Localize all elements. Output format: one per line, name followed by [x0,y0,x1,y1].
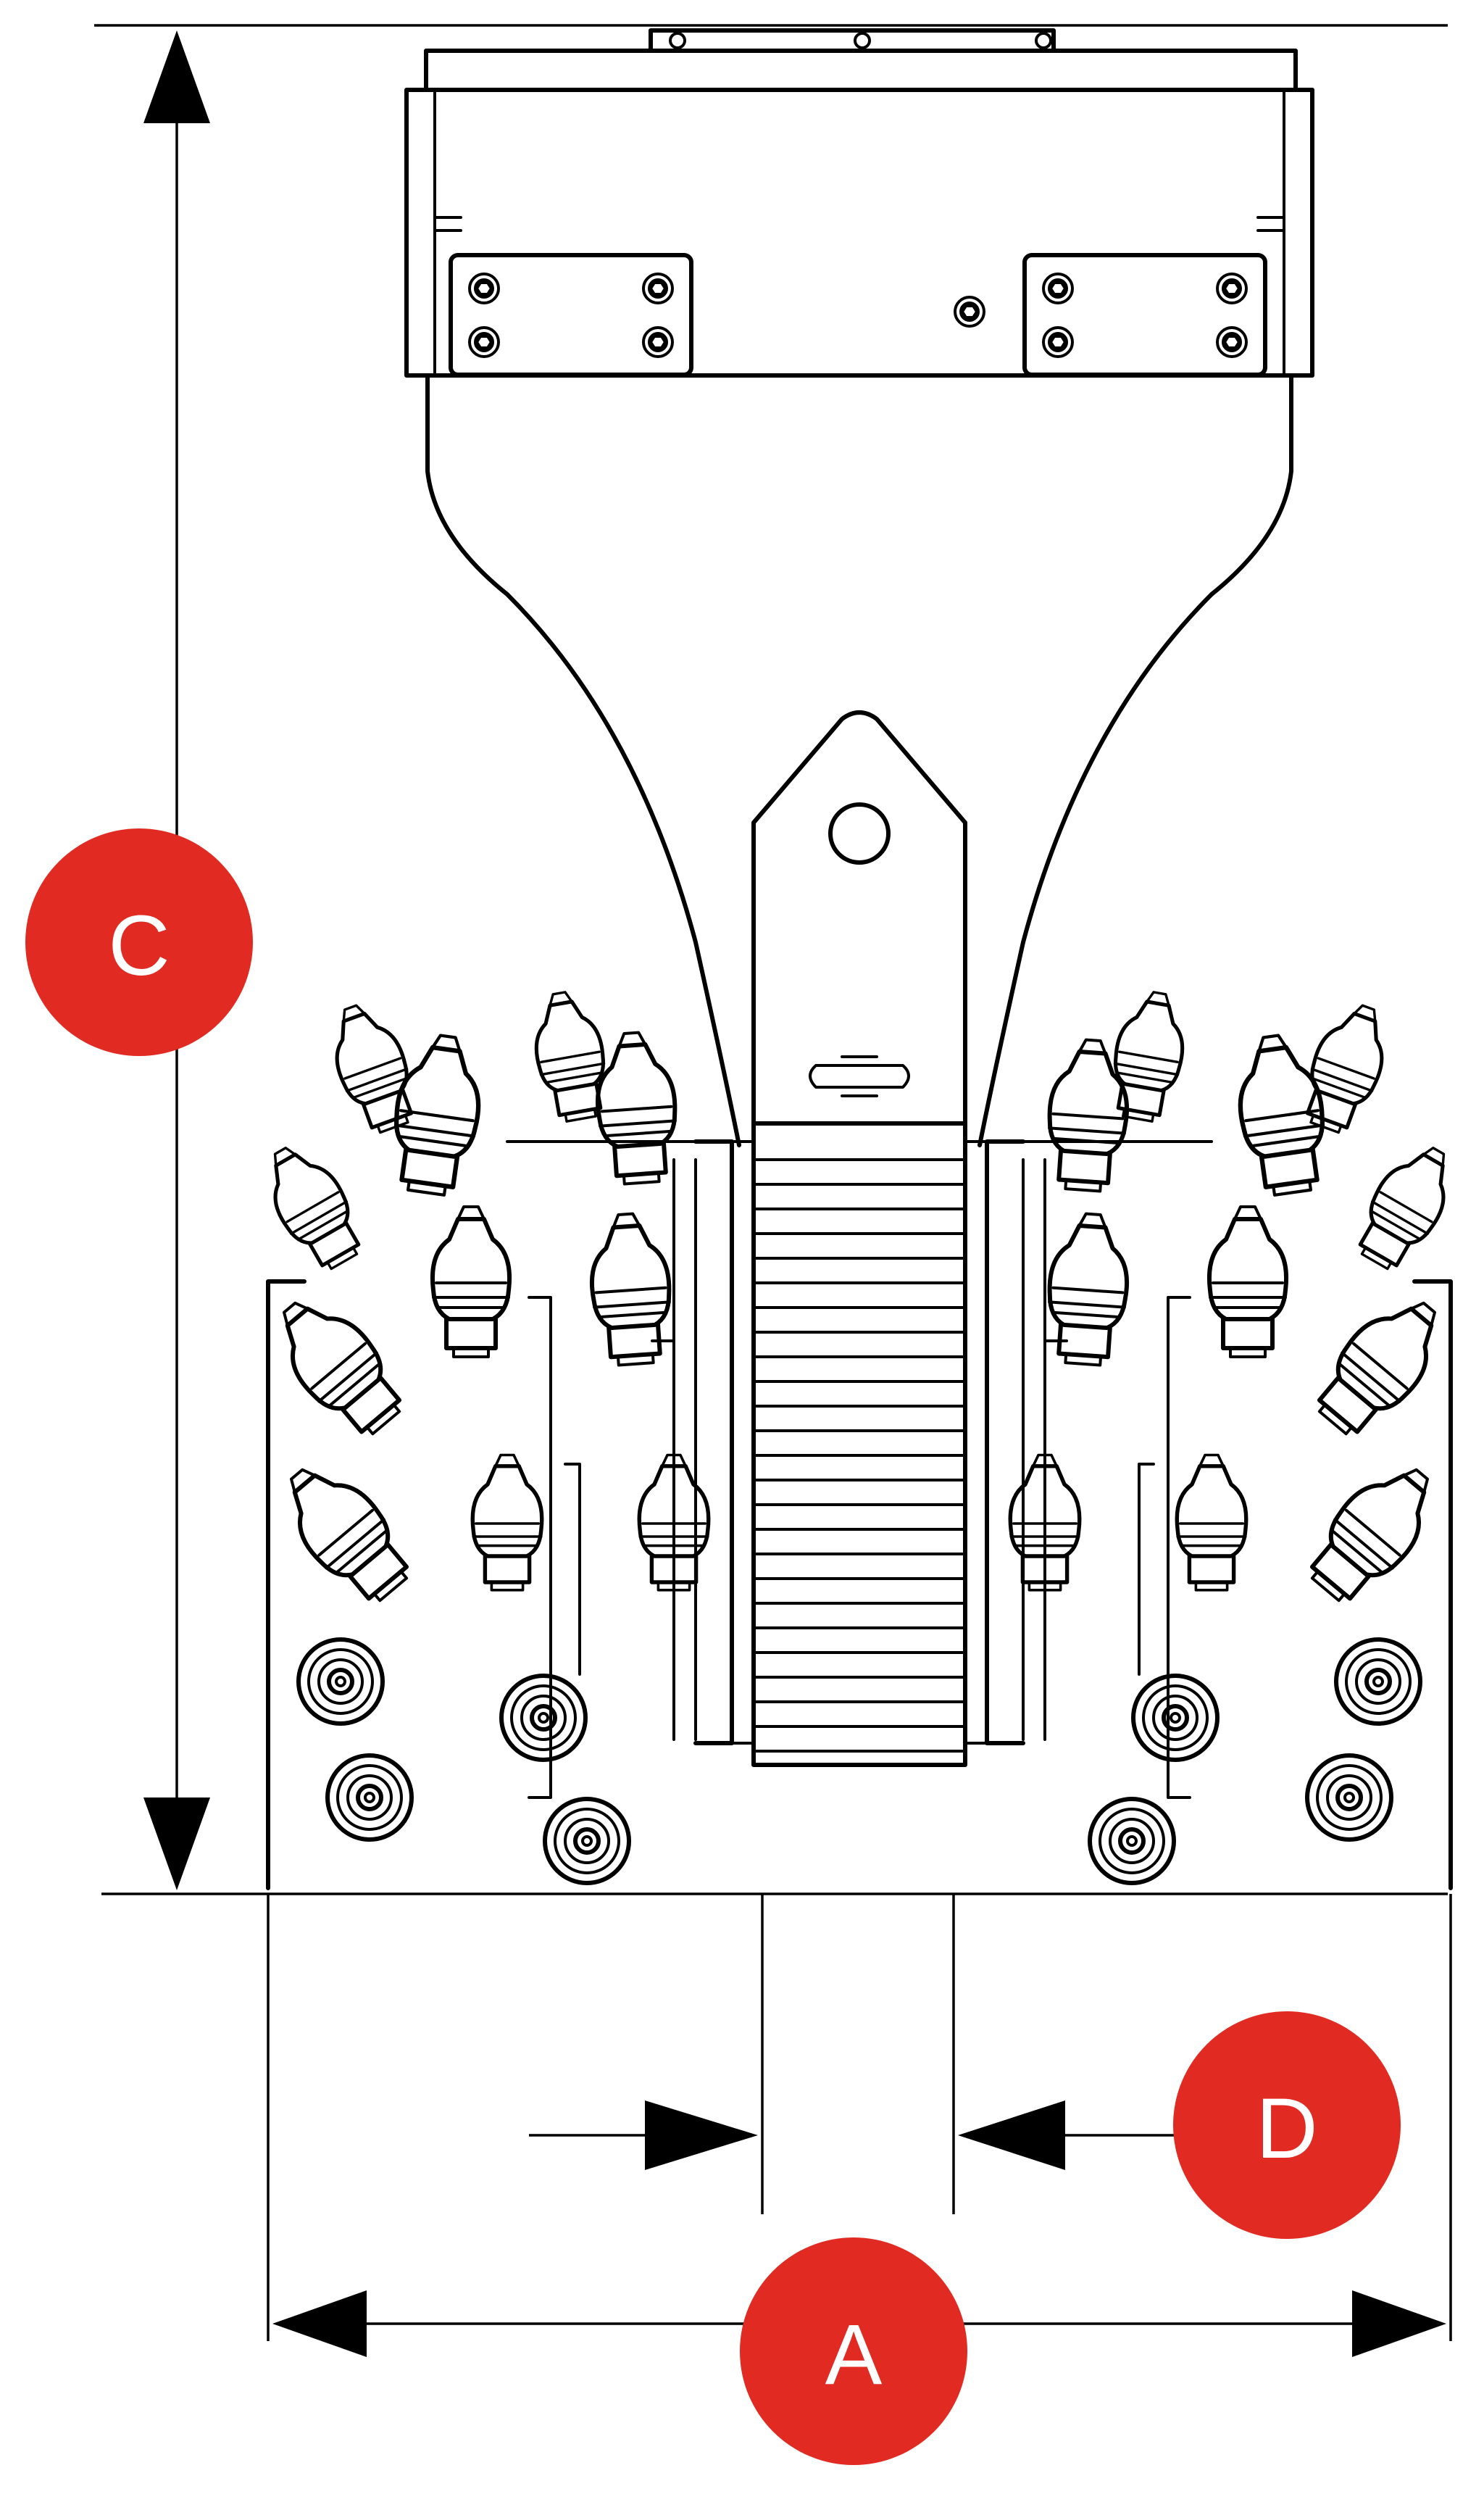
bolt-plate-right [954,253,1267,377]
badge-d-circle [1173,2011,1401,2239]
cutter-picks-right [1010,988,1467,1883]
badge-a-label: A [825,2307,883,2403]
badge-a-circle [740,2237,967,2465]
badge-a: A [740,2237,967,2465]
arrow-left-icon [958,2100,1065,2170]
badge-c-label: C [108,898,170,994]
arrow-down-icon [143,1797,210,1890]
top-mounting-plate [404,28,1314,378]
centre-gearbox [730,1121,988,1767]
flared-housing [425,373,1293,1147]
arrow-right-icon [1352,2290,1446,2357]
bolt-plate-left [449,253,693,377]
dimension-d-gearbox-width [529,1894,1188,2214]
badge-c-circle [25,828,253,1056]
badge-d-label: D [1256,2081,1317,2177]
lifting-lug [751,710,967,1147]
dimension-c-overall-height [94,24,1448,1895]
cutter-drum-left [266,1139,734,1890]
badge-d: D [1173,2011,1401,2239]
cutter-drum-right [985,1139,1453,1890]
arrow-left-icon [272,2290,367,2357]
badge-c: C [25,828,253,1056]
arrow-right-icon [645,2100,758,2170]
arrow-up-icon [143,30,210,123]
cutter-picks-left [252,988,709,1883]
